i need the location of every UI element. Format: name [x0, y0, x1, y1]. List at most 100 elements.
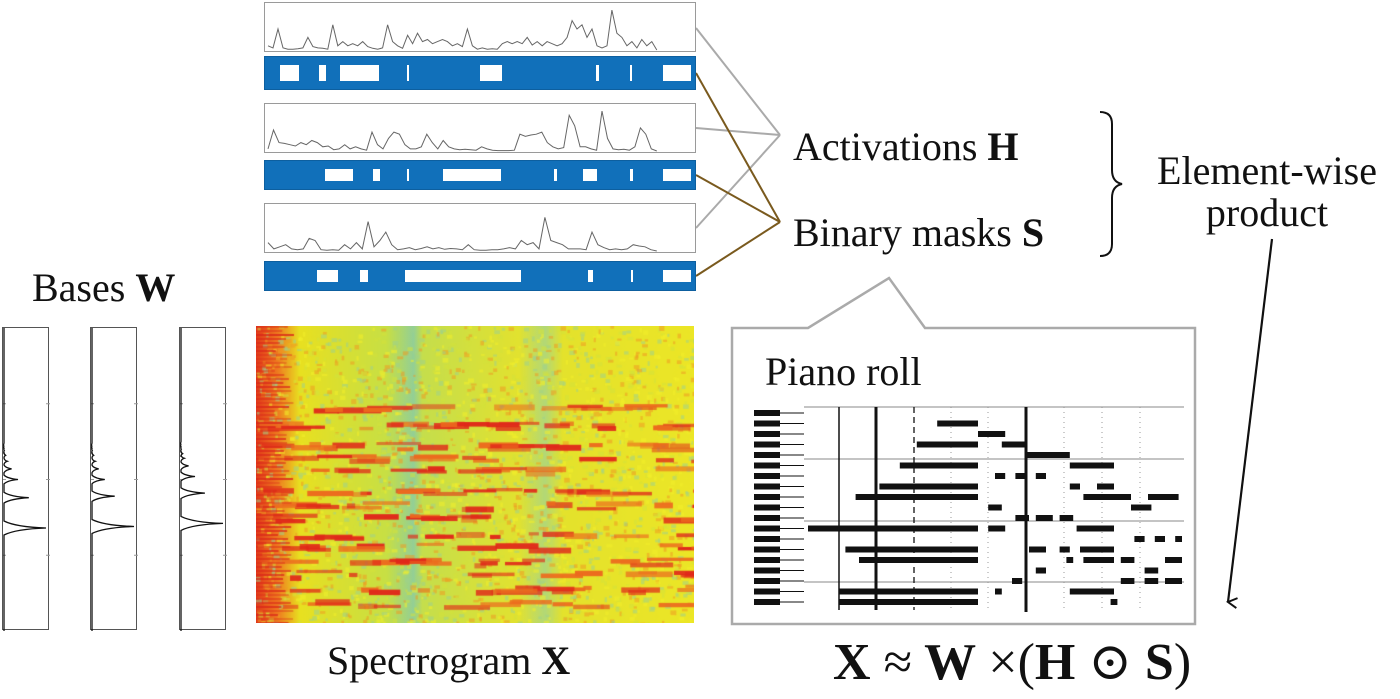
mask-segment — [406, 65, 410, 81]
formula-odot: ⊙ — [1088, 634, 1132, 691]
mask-segment — [587, 270, 594, 282]
note — [1131, 504, 1152, 511]
mask-segment — [404, 270, 521, 282]
mask-segment — [359, 270, 369, 282]
binary-mask-1 — [264, 56, 696, 90]
activations-text: Activations — [793, 124, 988, 169]
activations-symbol: H — [987, 124, 1019, 169]
activation-connector — [695, 127, 781, 136]
note — [916, 441, 978, 448]
masks-text: Binary masks — [793, 210, 1022, 255]
mask-segment — [583, 169, 597, 181]
element-wise-line2: product — [1205, 190, 1329, 235]
piano-roll-plot — [754, 406, 1184, 612]
note — [1120, 557, 1135, 563]
note — [1134, 536, 1145, 542]
piano-key — [754, 588, 780, 595]
piano-key — [754, 567, 780, 574]
note — [1015, 473, 1026, 479]
piano-key — [754, 557, 780, 563]
activations-label: Activations H — [793, 127, 1019, 167]
mask-segment — [406, 169, 410, 181]
note — [1144, 578, 1159, 584]
mask-segment — [443, 169, 502, 181]
mask-connector — [695, 72, 781, 223]
mask-segment — [630, 270, 634, 282]
note — [899, 462, 978, 469]
note — [978, 431, 1006, 437]
spectrogram-image — [256, 326, 694, 623]
spectrogram-label: Spectrogram X — [327, 641, 570, 681]
note — [1154, 536, 1165, 542]
note — [1035, 515, 1053, 521]
formula-open-paren: ( — [1017, 634, 1035, 691]
piano-key — [754, 546, 780, 553]
activation-plot-3 — [264, 203, 696, 253]
note — [838, 599, 978, 605]
note — [1015, 515, 1029, 521]
note — [1175, 536, 1182, 542]
activation-curve-svg — [267, 217, 657, 252]
piano-key — [754, 494, 780, 500]
formula-approx: ≈ — [883, 634, 913, 691]
activation-curve — [267, 217, 657, 252]
activation-connector — [695, 27, 781, 136]
piano-roll-title: Piano roll — [765, 349, 922, 394]
note — [1165, 557, 1182, 563]
piano-key — [754, 420, 780, 427]
brace-path — [1099, 111, 1123, 257]
piano-key — [754, 578, 780, 584]
note — [1148, 494, 1179, 500]
formula-w: W — [924, 634, 976, 691]
piano-roll-callout — [730, 276, 1197, 626]
activation-curve-svg — [267, 9, 658, 51]
note — [1029, 546, 1046, 553]
piano-key — [754, 483, 780, 490]
note — [1059, 546, 1070, 553]
note — [988, 525, 1006, 532]
note — [1076, 525, 1114, 532]
piano-key — [754, 441, 780, 448]
mask-segment — [480, 65, 502, 81]
mask-segment — [372, 169, 380, 181]
note — [1165, 578, 1182, 584]
basis-curve-svg — [91, 328, 138, 631]
mask-segment — [325, 169, 354, 181]
piano-key — [754, 515, 780, 521]
basis-curve — [3, 328, 47, 631]
piano-key — [754, 536, 780, 542]
piano-key — [754, 504, 780, 511]
spectrogram-text: Spectrogram — [327, 638, 542, 683]
piano-key — [754, 452, 780, 458]
nmf-formula: X ≈ W ×(H ⊙ S) — [833, 632, 1191, 692]
mask-connector — [695, 174, 781, 223]
note — [988, 504, 1002, 511]
note — [1069, 588, 1114, 595]
callout-border — [730, 276, 1197, 626]
bases-symbol: W — [135, 265, 176, 310]
note — [1012, 578, 1023, 584]
note — [1025, 452, 1070, 458]
activation-curve — [267, 111, 657, 152]
mask-segment — [318, 65, 327, 81]
note — [1069, 462, 1114, 469]
piano-key — [754, 473, 780, 479]
note — [845, 546, 978, 553]
note — [855, 494, 978, 500]
connector-lines — [695, 27, 781, 277]
basis-curve-svg — [180, 328, 227, 631]
note — [1001, 441, 1026, 448]
note — [937, 420, 978, 427]
binary-mask-2 — [264, 160, 696, 190]
activation-connector — [695, 134, 781, 229]
note — [1083, 557, 1114, 563]
note — [879, 483, 978, 490]
formula-times: × — [988, 634, 1018, 691]
mask-segment — [316, 270, 339, 282]
mask-segment — [662, 270, 691, 282]
formula-h: H — [1034, 634, 1076, 691]
note — [1110, 599, 1118, 605]
basis-plot-3 — [179, 327, 227, 631]
note — [1066, 557, 1074, 563]
